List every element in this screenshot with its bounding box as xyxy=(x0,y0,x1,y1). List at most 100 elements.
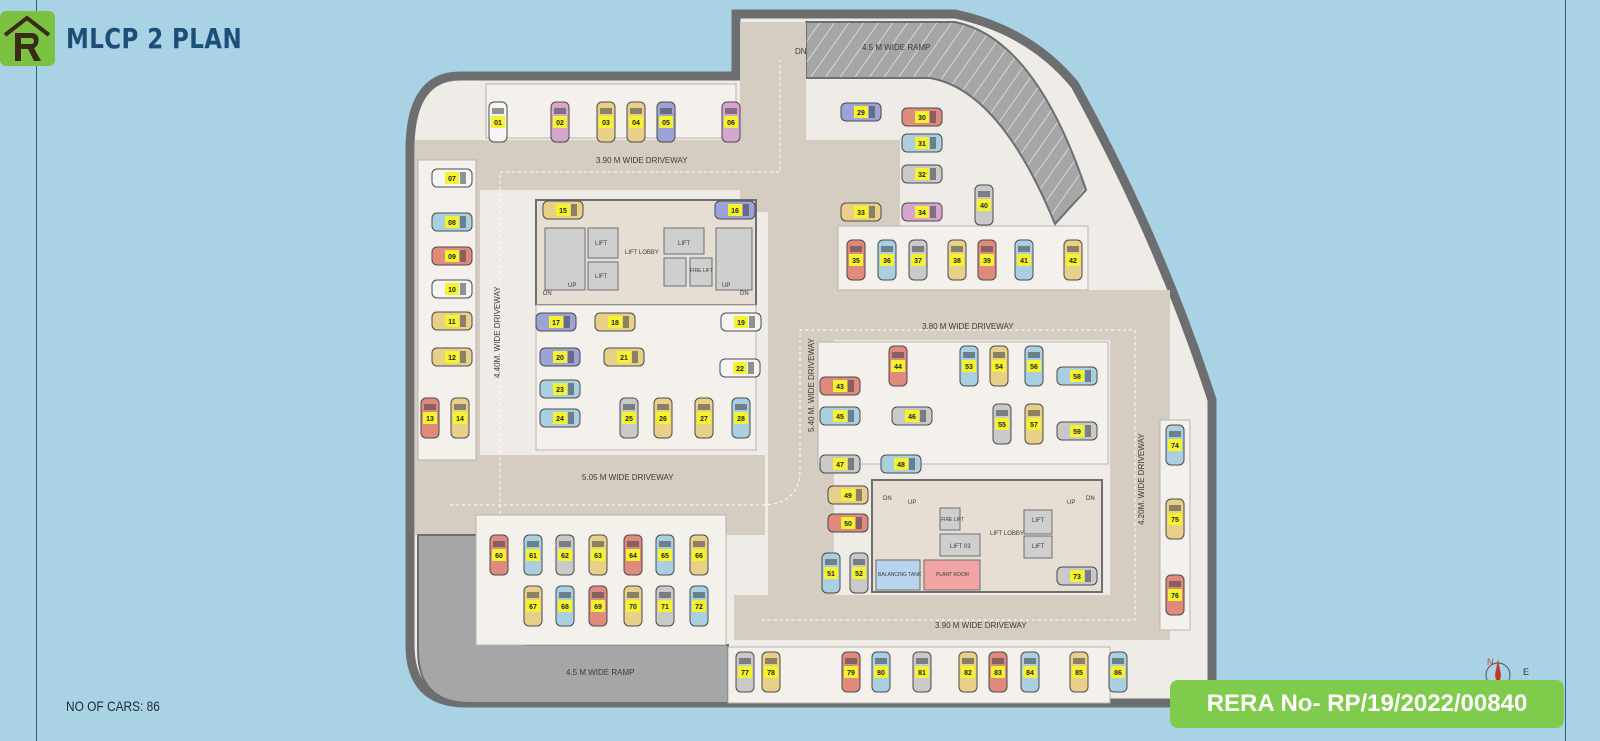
balancing-tank-label: BALANCING TANK xyxy=(878,572,922,578)
parking-slot-82: 82 xyxy=(958,651,978,693)
rera-badge: RERA No- RP/19/2022/00840 xyxy=(1170,680,1564,728)
slot-number-badge xyxy=(697,412,711,424)
windshield-mark xyxy=(630,108,642,114)
dn-core2-left: DN xyxy=(883,496,892,502)
windshield-mark xyxy=(848,380,854,392)
slot-number-badge xyxy=(491,116,505,128)
page-title: MLCP 2 PLAN xyxy=(66,22,243,55)
slot-number: 02 xyxy=(556,120,564,127)
windshield-mark xyxy=(996,410,1008,416)
slot-number-badge xyxy=(841,517,855,529)
lift-lobby-core2: LIFT LOBBY xyxy=(990,531,1024,537)
slot-number-badge xyxy=(894,458,908,470)
slot-number-badge xyxy=(591,549,605,561)
parking-slot-65: 65 xyxy=(655,534,675,576)
windshield-mark xyxy=(600,108,612,114)
slot-number-badge xyxy=(591,600,605,612)
parking-slot-86: 86 xyxy=(1108,651,1128,693)
windshield-mark xyxy=(962,658,974,664)
windshield-mark xyxy=(460,283,466,295)
slot-number-badge xyxy=(445,315,459,327)
windshield-mark xyxy=(627,592,639,598)
windshield-mark xyxy=(632,351,638,363)
slot-number-badge xyxy=(692,549,706,561)
parking-slot-73: 73 xyxy=(1056,566,1098,586)
windshield-mark xyxy=(627,541,639,547)
slot-number-badge xyxy=(617,351,631,363)
slot-number: 07 xyxy=(448,176,456,183)
slot-number: 52 xyxy=(855,571,863,578)
parking-slot-29: 29 xyxy=(840,102,882,122)
windshield-mark xyxy=(916,658,928,664)
slot-number-badge xyxy=(492,549,506,561)
parking-slot-53: 53 xyxy=(959,345,979,387)
lift-core2-a: LIFT xyxy=(1032,518,1045,524)
windshield-mark xyxy=(920,410,926,422)
parking-slot-38: 38 xyxy=(947,239,967,281)
windshield-mark xyxy=(460,250,466,262)
up-core1-left: UP xyxy=(568,283,576,289)
slot-number: 49 xyxy=(844,493,852,500)
slot-number: 04 xyxy=(632,120,640,127)
windshield-mark xyxy=(1085,570,1091,582)
parking-slot-13: 13 xyxy=(420,397,440,439)
windshield-mark xyxy=(892,352,904,358)
slot-number-badge xyxy=(852,567,866,579)
windshield-mark xyxy=(460,315,466,327)
slot-number-badge xyxy=(1027,360,1041,372)
slot-number-badge xyxy=(553,383,567,395)
windshield-mark xyxy=(735,404,747,410)
slot-number-badge xyxy=(1168,589,1182,601)
parking-slot-08: 08 xyxy=(431,212,473,232)
driveway-lanes xyxy=(450,60,1136,621)
parking-slot-21: 21 xyxy=(603,347,645,367)
slot-number-badge xyxy=(1111,666,1125,678)
slot-number: 39 xyxy=(983,258,991,265)
parking-slot-10: 10 xyxy=(431,279,473,299)
parking-slot-04: 04 xyxy=(626,101,646,143)
windshield-mark xyxy=(930,168,936,180)
parking-slot-52: 52 xyxy=(849,552,869,594)
slot-number-badge xyxy=(854,206,868,218)
slot-number-badge xyxy=(962,360,976,372)
parking-slot-09: 09 xyxy=(431,246,473,266)
parking-slot-62: 62 xyxy=(555,534,575,576)
windshield-mark xyxy=(460,216,466,228)
slot-number: 15 xyxy=(559,208,567,215)
slot-number: 06 xyxy=(727,120,735,127)
windshield-mark xyxy=(657,404,669,410)
slot-number: 79 xyxy=(847,670,855,677)
slot-number: 72 xyxy=(695,604,703,611)
lift-core1-b: LIFT xyxy=(595,274,608,280)
slot-number: 46 xyxy=(908,414,916,421)
slot-number: 29 xyxy=(857,110,865,117)
parking-slot-19: 19 xyxy=(720,312,762,332)
slot-number: 21 xyxy=(620,355,628,362)
parking-slot-46: 46 xyxy=(891,406,933,426)
up-core1-right: UP xyxy=(722,283,730,289)
slot-number-badge xyxy=(1168,513,1182,525)
windshield-mark xyxy=(492,108,504,114)
fire-lift-core1: FIRE LIFT xyxy=(690,268,713,274)
slot-number: 17 xyxy=(552,320,560,327)
windshield-mark xyxy=(963,352,975,358)
windshield-mark xyxy=(856,517,862,529)
parking-slot-77: 77 xyxy=(735,651,755,693)
slot-number: 12 xyxy=(448,355,456,362)
compass-e-label: E xyxy=(1523,667,1529,677)
windshield-mark xyxy=(978,191,990,197)
windshield-mark xyxy=(881,246,893,252)
parking-slot-84: 84 xyxy=(1020,651,1040,693)
slot-number-badge xyxy=(558,600,572,612)
windshield-mark xyxy=(1085,370,1091,382)
slot-number: 01 xyxy=(494,120,502,127)
slot-number-badge xyxy=(526,549,540,561)
frame-line-right xyxy=(1565,0,1566,741)
parking-slot-06: 06 xyxy=(721,101,741,143)
windshield-mark xyxy=(693,541,705,547)
parking-slot-12: 12 xyxy=(431,347,473,367)
windshield-mark xyxy=(592,592,604,598)
slot-number-badge xyxy=(445,351,459,363)
parking-slot-24: 24 xyxy=(539,408,581,428)
